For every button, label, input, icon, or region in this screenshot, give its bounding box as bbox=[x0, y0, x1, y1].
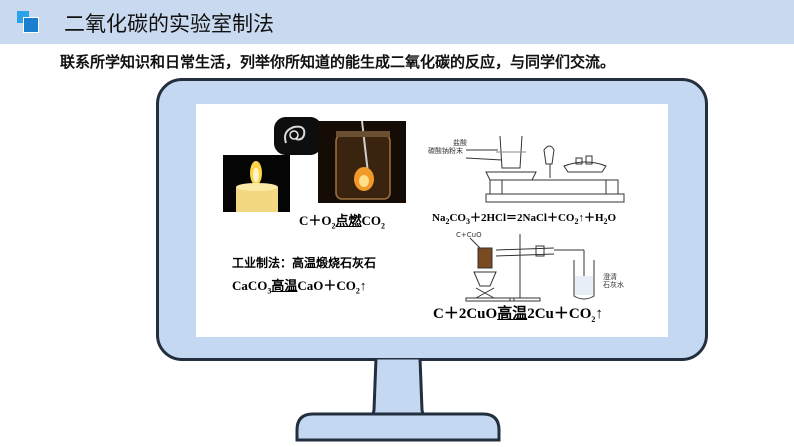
gas-jar-image bbox=[318, 121, 406, 203]
limestone-equation: CaCO3高温CaO＋CO2↑ bbox=[232, 278, 367, 296]
label-limewater-1: 澄清 bbox=[603, 273, 617, 281]
page-title: 二氧化碳的实验室制法 bbox=[64, 12, 274, 36]
industry-method-label: 工业制法：高温煅烧石灰石 bbox=[232, 256, 377, 270]
sodium-carbonate-equation: Na2CO3＋2HCl＝2NaCl＋CO2↑＋H2O bbox=[432, 212, 617, 227]
combustion-spoon-image bbox=[274, 117, 322, 155]
label-limewater-2: 石灰水 bbox=[603, 281, 624, 289]
label-acid: 盐酸 bbox=[453, 139, 467, 147]
balance-apparatus-image bbox=[465, 135, 625, 203]
candle-image bbox=[223, 155, 290, 212]
combustion-equation: C＋O2点燃CO2 bbox=[299, 213, 386, 231]
title-square-icon bbox=[17, 11, 39, 33]
monitor-stand bbox=[295, 412, 501, 442]
copper-oxide-equation: C＋2CuO高温2Cu＋CO2↑ bbox=[433, 306, 603, 324]
carbon-reduction-apparatus-image bbox=[465, 234, 595, 302]
title-bar: 二氧化碳的实验室制法 bbox=[0, 0, 794, 44]
question-text: 联系所学知识和日常生活，列举你所知道的能生成二氧化碳的反应，与同学们交流。 bbox=[60, 53, 616, 71]
label-reagent: C+CuO bbox=[456, 231, 482, 239]
label-powder: 碳酸钠粉末 bbox=[428, 147, 463, 155]
